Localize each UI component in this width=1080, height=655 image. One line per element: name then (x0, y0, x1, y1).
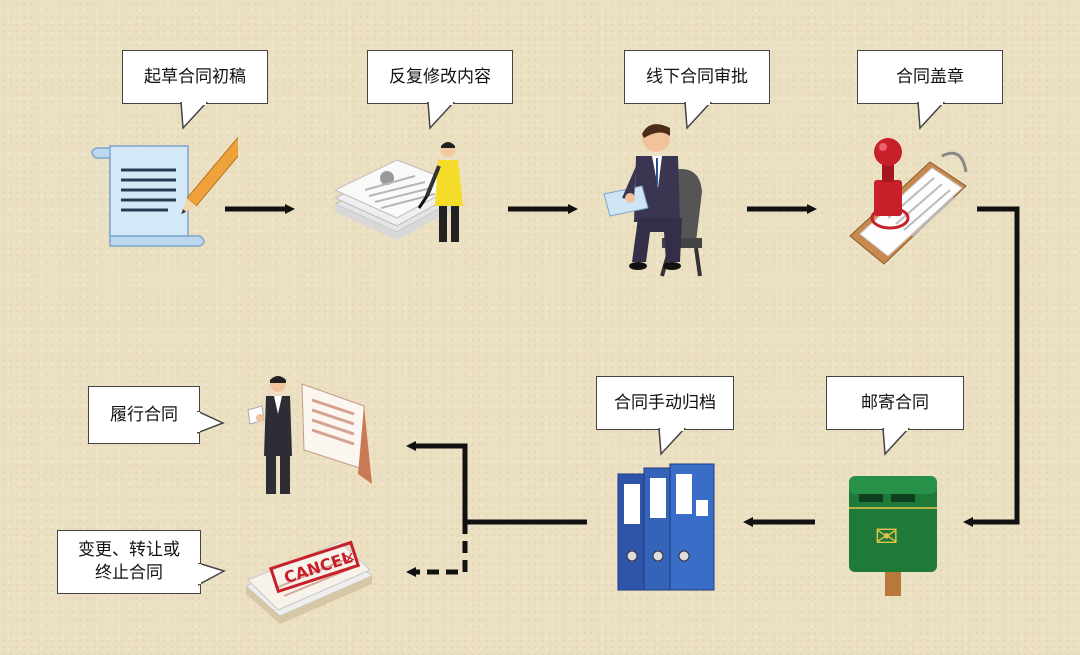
bubble-tail (198, 563, 226, 586)
arrow-archive-to-perform (406, 441, 587, 525)
step-seal-label: 合同盖章 (896, 66, 964, 87)
bubble-tail (658, 428, 687, 456)
archive-binders-icon (617, 463, 715, 591)
bubble-revise: 反复修改内容 (367, 50, 513, 130)
bubble-tail (180, 102, 209, 130)
arrow-archive-to-change (406, 522, 468, 577)
step-approve-label: 线下合同审批 (646, 66, 748, 87)
bubble-archive: 合同手动归档 (596, 376, 734, 456)
bubble-tail (427, 102, 456, 130)
seal-stamp-clipboard-icon (849, 138, 968, 265)
step-change-label: 变更、转让或 终止合同 (78, 540, 180, 583)
bubble-perform: 履行合同 (88, 386, 225, 444)
approve-manager-chair-icon (603, 124, 702, 277)
arrow-seal-to-mail (963, 206, 1020, 527)
step-archive-label: 合同手动归档 (614, 392, 716, 413)
bubble-mail: 邮寄合同 (826, 376, 964, 456)
step-perform-label: 履行合同 (110, 404, 178, 425)
perform-person-document-icon (247, 376, 372, 494)
step-mail-label: 邮寄合同 (861, 392, 929, 413)
bubble-seal: 合同盖章 (857, 50, 1003, 130)
step-revise-label: 反复修改内容 (389, 66, 491, 87)
cancel-stamp-papers-icon: CANCEL ✕ (246, 540, 373, 624)
step-draft-label: 起草合同初稿 (144, 66, 246, 87)
draft-scroll-pencil-icon (91, 128, 238, 247)
svg-text:✕: ✕ (342, 549, 358, 568)
revise-papers-person-icon (335, 142, 463, 242)
bubble-tail (684, 102, 713, 130)
svg-text:✉: ✉ (875, 520, 898, 553)
mailbox-icon: ✉ (849, 476, 937, 596)
bubble-tail (197, 411, 225, 434)
bubble-tail (917, 102, 946, 130)
bubble-draft: 起草合同初稿 (122, 50, 268, 130)
bubble-tail (882, 428, 911, 456)
bubble-change: 变更、转让或 终止合同 (57, 530, 226, 594)
bubble-approve: 线下合同审批 (624, 50, 770, 130)
